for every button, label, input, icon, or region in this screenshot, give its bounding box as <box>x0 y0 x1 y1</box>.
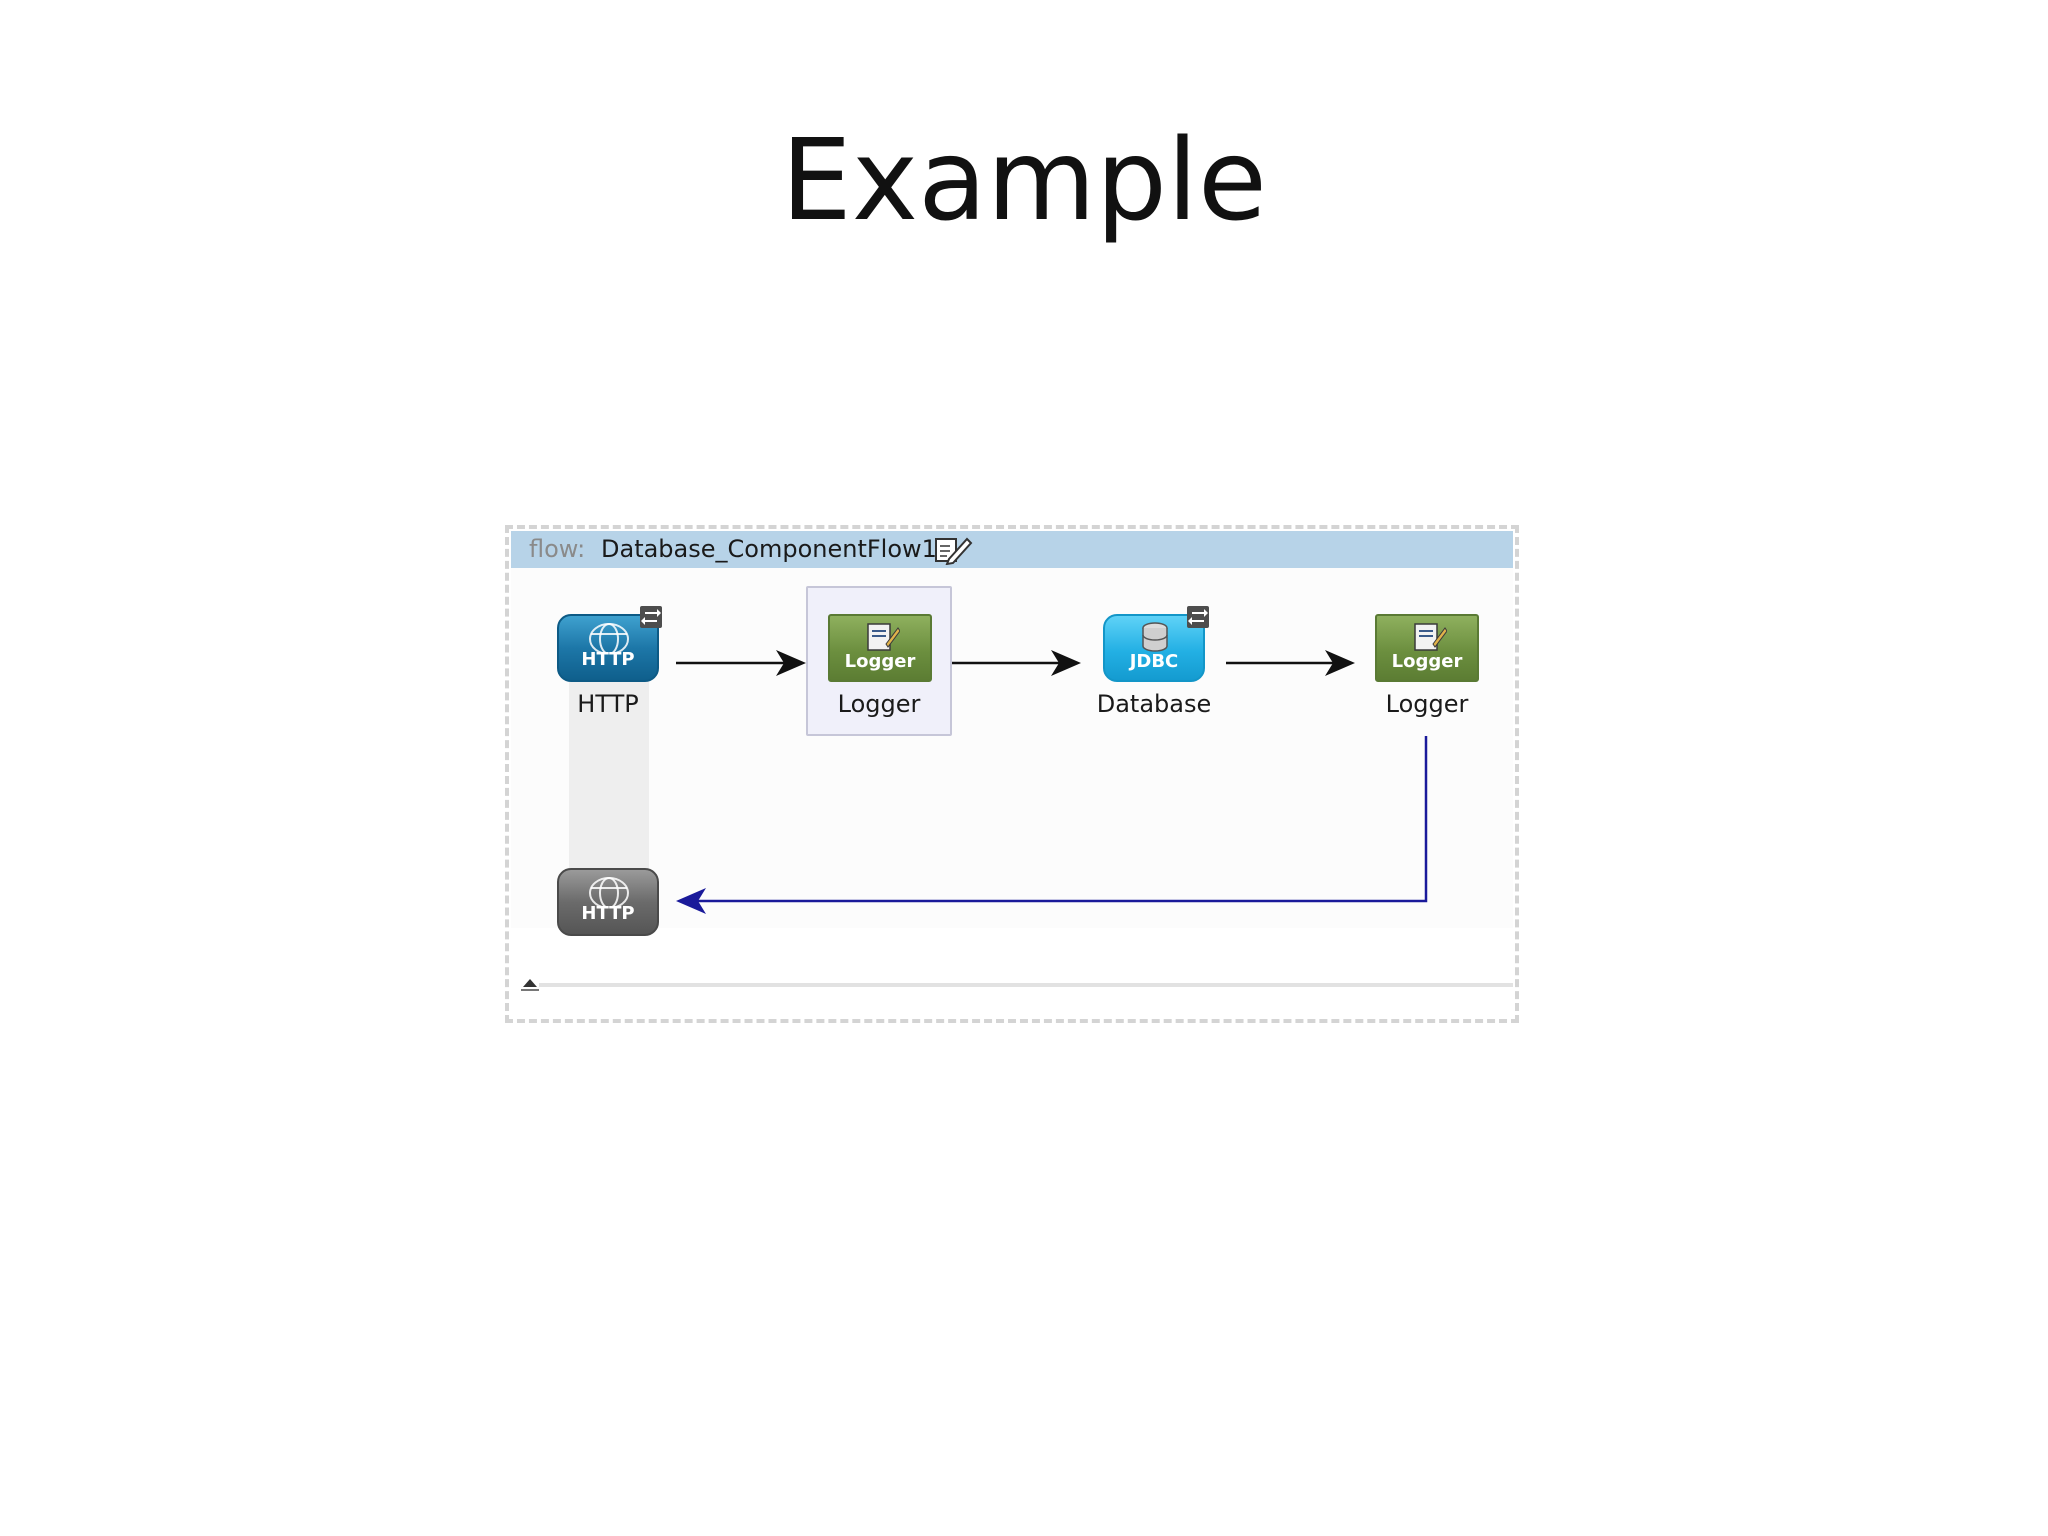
flow-name[interactable]: Database_ComponentFlow1 <box>601 535 937 563</box>
logger-node-2[interactable]: Logger <box>1375 614 1479 682</box>
exchange-arrows-icon[interactable] <box>1187 606 1209 628</box>
http-response-node[interactable]: HTTP <box>557 868 659 936</box>
logger-2-caption: Logger <box>1385 690 1469 718</box>
canvas-divider <box>539 983 1513 987</box>
logger-2-icon-text: Logger <box>1391 651 1463 672</box>
connector-logger-to-database[interactable] <box>952 650 1081 676</box>
edit-pencil-icon[interactable] <box>933 535 973 565</box>
connector-http-to-logger[interactable] <box>676 650 806 676</box>
flow-body: HTTP HTTP Logger <box>511 568 1513 936</box>
logger-document-icon <box>1414 623 1447 651</box>
connector-logger-to-http-response[interactable] <box>676 736 1428 914</box>
flow-connectors <box>676 650 1428 914</box>
exchange-arrows-icon[interactable] <box>640 606 662 628</box>
http-response-icon-text: HTTP <box>581 903 635 924</box>
jdbc-database-icon <box>1142 622 1168 652</box>
logger-1-caption: Logger <box>837 690 921 718</box>
http-globe-icon <box>589 877 629 906</box>
http-inbound-caption: HTTP <box>577 690 639 718</box>
flow-canvas[interactable]: flow: Database_ComponentFlow1 <box>505 525 1519 1023</box>
logger-node-1[interactable]: Logger <box>828 614 932 682</box>
flow-header[interactable]: flow: Database_ComponentFlow1 <box>511 531 1513 568</box>
database-icon-text: JDBC <box>1129 651 1179 672</box>
database-caption: Database <box>1096 690 1212 718</box>
flow-label: flow: <box>529 535 586 563</box>
logger-document-icon <box>867 623 900 651</box>
http-globe-icon <box>589 623 629 652</box>
connector-database-to-logger[interactable] <box>1226 650 1355 676</box>
http-inbound-icon-text: HTTP <box>581 649 635 670</box>
slide-title: Example <box>781 116 1267 246</box>
collapse-triangle-icon[interactable] <box>519 973 541 991</box>
logger-1-icon-text: Logger <box>844 651 916 672</box>
